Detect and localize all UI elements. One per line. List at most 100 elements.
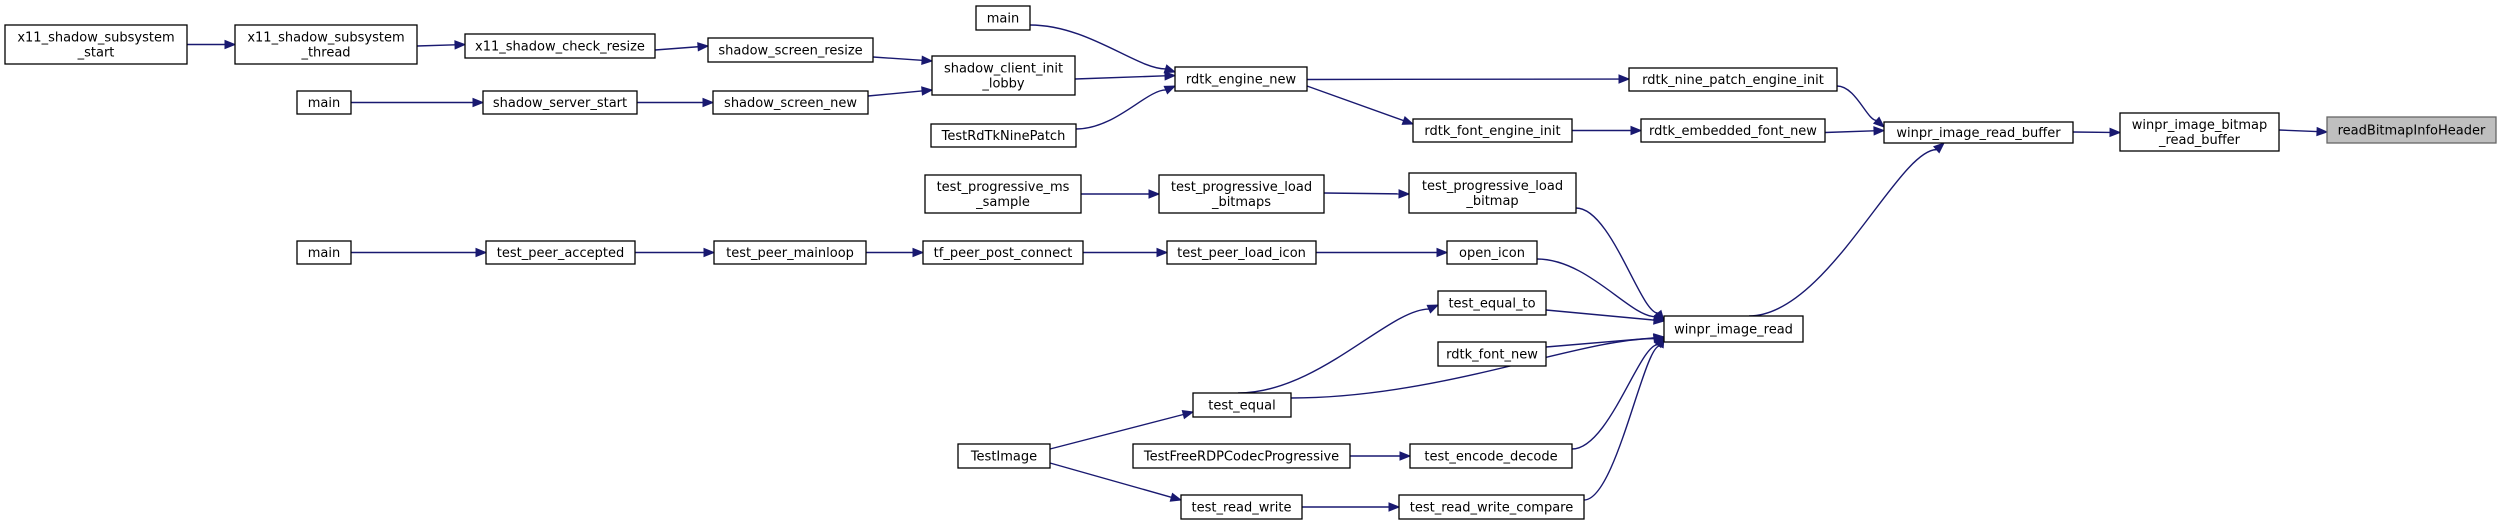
node-box[interactable]	[1174, 66, 1308, 92]
node-box[interactable]	[707, 37, 874, 63]
node-test-progressive-ms-sample[interactable]: test_progressive_ms_sample	[924, 174, 1082, 214]
node-box[interactable]	[1158, 174, 1325, 214]
node-testfreerdpcodecprogressive[interactable]: TestFreeRDPCodecProgressive	[1132, 443, 1351, 469]
node-box[interactable]	[482, 90, 638, 115]
node-label: test_peer_mainloop	[726, 246, 854, 261]
edge-test-equal-to-winpr-image-read	[1290, 337, 1655, 399]
node-box[interactable]	[296, 90, 352, 115]
node-test-peer-mainloop[interactable]: test_peer_mainloop	[713, 240, 867, 265]
node-box[interactable]	[1192, 392, 1292, 418]
node-box[interactable]	[1398, 494, 1585, 520]
node-box[interactable]	[1437, 341, 1547, 367]
node-rdtk-engine-new[interactable]: rdtk_engine_new	[1174, 66, 1308, 92]
arrowhead	[1156, 247, 1169, 258]
arrowhead	[224, 39, 237, 50]
node-box[interactable]	[234, 24, 418, 65]
arrowhead	[702, 97, 715, 108]
node-box[interactable]	[296, 240, 352, 265]
node-label: main	[308, 96, 340, 111]
node-rdtk-nine-patch-engine-init[interactable]: rdtk_nine_patch_engine_init	[1628, 67, 1838, 92]
node-box[interactable]	[2326, 116, 2497, 144]
node-open-icon[interactable]: open_icon	[1446, 240, 1538, 265]
node-test-equal-to[interactable]: test_equal_to	[1437, 290, 1547, 316]
node-shadow-screen-resize[interactable]: shadow_screen_resize	[707, 37, 874, 63]
node-rdtk-font-engine-init[interactable]: rdtk_font_engine_init	[1412, 118, 1573, 143]
node-box[interactable]	[975, 5, 1031, 31]
arrowhead	[475, 247, 488, 258]
arrowhead	[1872, 116, 1886, 128]
node-label: _lobby	[981, 77, 1025, 92]
node-rdtk-embedded-font-new[interactable]: rdtk_embedded_font_new	[1640, 118, 1826, 143]
node-shadow-server-start[interactable]: shadow_server_start	[482, 90, 638, 115]
node-rdtk-font-new[interactable]: rdtk_font_new	[1437, 341, 1547, 367]
arrowhead	[697, 42, 710, 52]
node-label: rdtk_embedded_font_new	[1649, 124, 1817, 139]
node-box[interactable]	[712, 90, 869, 115]
node-box[interactable]	[1628, 67, 1838, 92]
node-x11-shadow-check-resize[interactable]: x11_shadow_check_resize	[464, 33, 656, 59]
node-winpr-image-read-buffer[interactable]: winpr_image_read_buffer	[1883, 121, 2074, 144]
node-winpr-image-read[interactable]: winpr_image_read	[1663, 315, 1804, 343]
node-testimage[interactable]: TestImage	[957, 443, 1051, 469]
arrowhead	[1169, 492, 1183, 502]
node-test-progressive-load-bitmap[interactable]: test_progressive_load_bitmap	[1408, 172, 1577, 214]
node-x11-shadow-subsystem-thread[interactable]: x11_shadow_subsystem_thread	[234, 24, 418, 65]
edge-open-icon-to-winpr-image-read	[1536, 258, 1656, 318]
node-box[interactable]	[2119, 112, 2280, 152]
nodes-layer: readBitmapInfoHeader winpr_image_bitmap_r…	[4, 5, 2497, 520]
node-box[interactable]	[1883, 121, 2074, 144]
node-winpr-image-bitmap-read-buffer[interactable]: winpr_image_bitmap_read_buffer	[2119, 112, 2280, 152]
arrowhead	[2109, 127, 2122, 138]
node-box[interactable]	[922, 240, 1084, 265]
node-test-encode-decode[interactable]: test_encode_decode	[1409, 443, 1573, 469]
edge-rdtk-nine-patch-engine-init-to-winpr-image-read-buffer	[1836, 85, 1877, 122]
node-box[interactable]	[930, 123, 1077, 148]
edge-shadow-screen-resize-to-shadow-client-init-lobby	[872, 56, 923, 62]
node-label: test_equal_to	[1448, 297, 1535, 312]
arrowhead	[1398, 189, 1411, 199]
node-label: main	[308, 246, 340, 261]
node-box[interactable]	[924, 174, 1082, 214]
node-test-equal[interactable]: test_equal	[1192, 392, 1292, 418]
node-test-peer-load-icon[interactable]: test_peer_load_icon	[1166, 240, 1317, 265]
node-box[interactable]	[957, 443, 1051, 469]
node-box[interactable]	[1132, 443, 1351, 469]
node-box[interactable]	[1437, 290, 1547, 316]
edge-x11-shadow-check-resize-to-shadow-screen-resize	[654, 46, 699, 51]
node-box[interactable]	[485, 240, 636, 265]
node-main-2[interactable]: main	[296, 90, 352, 115]
node-shadow-client-init-lobby[interactable]: shadow_client_init_lobby	[931, 55, 1076, 96]
node-label: open_icon	[1459, 246, 1525, 261]
node-label: shadow_server_start	[493, 96, 627, 111]
node-box[interactable]	[1412, 118, 1573, 143]
node-main-1[interactable]: main	[975, 5, 1031, 31]
node-test-progressive-load-bitmaps[interactable]: test_progressive_load_bitmaps	[1158, 174, 1325, 214]
node-main-3[interactable]: main	[296, 240, 352, 265]
node-box[interactable]	[464, 33, 656, 59]
node-label: winpr_image_read_buffer	[1896, 126, 2061, 141]
node-test-peer-accepted[interactable]: test_peer_accepted	[485, 240, 636, 265]
edge-shadow-client-init-lobby-to-rdtk-engine-new	[1074, 75, 1166, 80]
node-readbitmapinfoheader[interactable]: readBitmapInfoHeader	[2326, 116, 2497, 144]
arrowhead	[1163, 85, 1177, 95]
node-box[interactable]	[931, 55, 1076, 96]
node-box[interactable]	[1446, 240, 1538, 265]
node-box[interactable]	[1408, 172, 1577, 214]
node-test-read-write[interactable]: test_read_write	[1180, 494, 1303, 520]
node-tf-peer-post-connect[interactable]: tf_peer_post_connect	[922, 240, 1084, 265]
node-x11-shadow-subsystem-start[interactable]: x11_shadow_subsystem_start	[4, 24, 188, 65]
node-shadow-screen-new[interactable]: shadow_screen_new	[712, 90, 869, 115]
node-box[interactable]	[1663, 315, 1804, 343]
edge-test-equal-to-to-winpr-image-read	[1545, 309, 1655, 321]
node-box[interactable]	[1166, 240, 1317, 265]
node-test-read-write-compare[interactable]: test_read_write_compare	[1398, 494, 1585, 520]
node-box[interactable]	[713, 240, 867, 265]
node-box[interactable]	[1409, 443, 1573, 469]
edge-winpr-image-bitmap-read-buffer-to-readbitmapinfoheader	[2278, 129, 2318, 133]
node-box[interactable]	[1640, 118, 1826, 143]
node-testrdtkninepatch[interactable]: TestRdTkNinePatch	[930, 123, 1077, 148]
arrowhead	[1653, 315, 1666, 325]
arrowhead	[1426, 304, 1440, 314]
node-box[interactable]	[1180, 494, 1303, 520]
node-box[interactable]	[4, 24, 188, 65]
